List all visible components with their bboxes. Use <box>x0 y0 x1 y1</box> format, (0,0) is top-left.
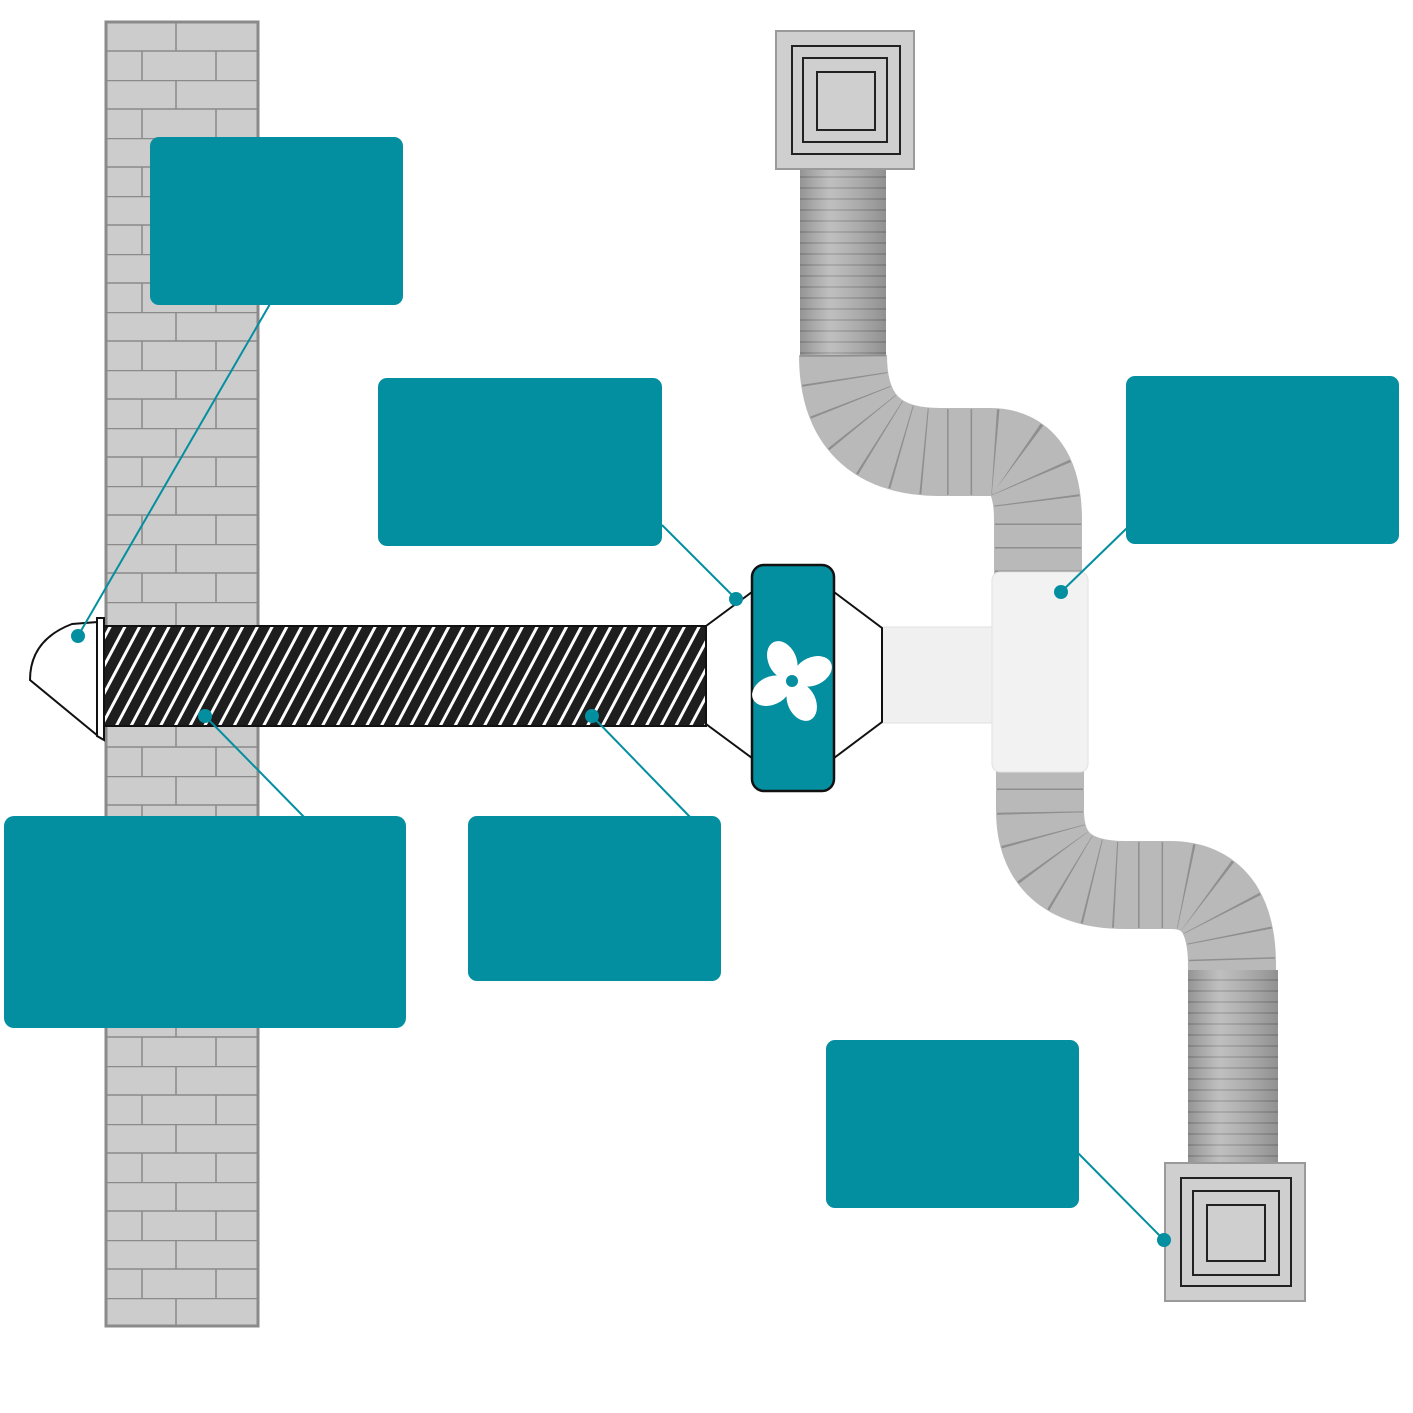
fan-icon <box>752 641 832 721</box>
fan-inlet-reducer <box>705 590 753 760</box>
callout-wall-vent <box>150 137 403 305</box>
insulated-duct-body <box>103 625 707 727</box>
leader-wall-sleeve <box>204 715 305 818</box>
callout-tee-connector <box>1126 376 1399 544</box>
fan-outlet-reducer <box>833 590 883 760</box>
tee-connector <box>879 571 1089 773</box>
diffuser-top-frame <box>775 30 915 170</box>
dot-fan <box>729 592 743 606</box>
diffuser-bottom-frame <box>1164 1162 1306 1302</box>
inline-fan <box>705 563 883 793</box>
upper-flex-duct <box>799 168 1082 580</box>
tee-body <box>991 571 1089 773</box>
callout-wall-sleeve <box>4 816 406 1028</box>
leader-wall-vent <box>77 303 271 637</box>
insulated-duct <box>103 625 707 727</box>
dot-wall-vent <box>71 629 85 643</box>
lower-flex-duct <box>996 765 1278 1165</box>
lower-duct-bend <box>996 765 1276 975</box>
leader-lines <box>77 303 1165 1241</box>
ceiling-diffuser-bottom <box>1164 1162 1306 1302</box>
dot-wall-sleeve <box>198 709 212 723</box>
upper-duct-bend <box>799 353 1082 580</box>
leader-diffuser <box>1077 1152 1165 1241</box>
dot-insulated-duct <box>585 709 599 723</box>
ceiling-diffuser-top <box>775 30 915 170</box>
dot-diffuser <box>1157 1233 1171 1247</box>
leader-dots <box>71 585 1171 1247</box>
dot-tee <box>1054 585 1068 599</box>
tee-branch <box>879 626 1001 724</box>
callout-fan <box>378 378 662 546</box>
leader-insulated-duct <box>591 715 691 818</box>
callouts <box>4 137 1399 1208</box>
leader-fan <box>661 524 737 600</box>
callout-insulated-duct <box>468 816 721 981</box>
wall-vent-icon <box>28 617 105 742</box>
callout-ceiling-diffuser <box>826 1040 1079 1208</box>
leader-tee <box>1060 527 1128 593</box>
